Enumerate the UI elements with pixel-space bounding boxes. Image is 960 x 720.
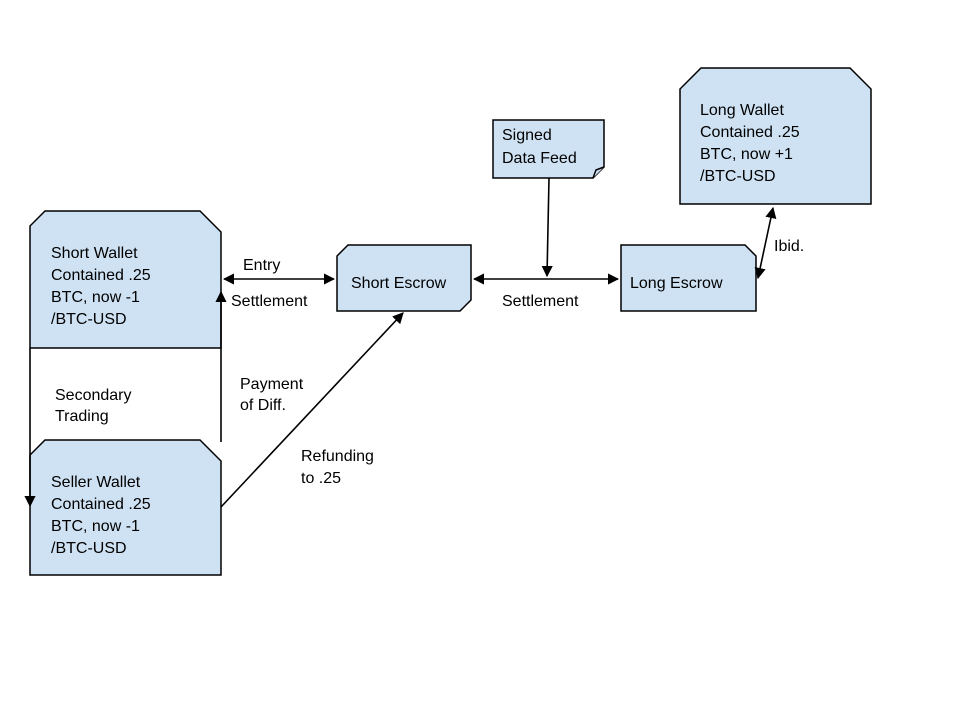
long-wallet-line-3: BTC, now +1 <box>700 146 793 163</box>
long-wallet-shape <box>679 67 872 205</box>
seller-wallet-line-2: Contained .25 <box>51 496 151 513</box>
edge-data-feed-to-settlement <box>541 177 553 278</box>
edge-label-payment-1: Payment <box>240 376 304 393</box>
edge-label-settlement-left: Settlement <box>231 293 308 310</box>
long-wallet-line-2: Contained .25 <box>700 124 800 141</box>
edge-label-ibid: Ibid. <box>774 238 804 255</box>
short-wallet-line-3: BTC, now -1 <box>51 289 140 306</box>
short-wallet-node[interactable]: Short Wallet Contained .25 BTC, now -1 /… <box>29 210 222 349</box>
edge-label-refunding-2: to .25 <box>301 470 341 487</box>
long-escrow-node[interactable]: Long Escrow <box>620 244 757 312</box>
short-wallet-line-4: /BTC-USD <box>51 311 127 328</box>
edge-seller-wallet-to-short-escrow <box>220 312 404 508</box>
edge-label-secondary-trading-2: Trading <box>55 408 109 425</box>
signed-data-feed-fold <box>592 166 605 179</box>
signed-data-feed-line-1: Signed <box>502 127 552 144</box>
edge-label-entry: Entry <box>243 257 280 274</box>
long-escrow-shape <box>620 244 757 312</box>
edge-label-payment-2: of Diff. <box>240 397 286 414</box>
seller-wallet-node[interactable]: Seller Wallet Contained .25 BTC, now -1 … <box>29 439 222 576</box>
short-escrow-label: Short Escrow <box>351 275 447 292</box>
long-wallet-node[interactable]: Long Wallet Contained .25 BTC, now +1 /B… <box>679 67 872 205</box>
edge-label-refunding-1: Refunding <box>301 448 374 465</box>
seller-wallet-line-4: /BTC-USD <box>51 540 127 557</box>
edge-label-secondary-trading-1: Secondary <box>55 387 132 404</box>
edge-label-settlement-mid: Settlement <box>502 293 579 310</box>
seller-wallet-line-3: BTC, now -1 <box>51 518 140 535</box>
long-escrow-label: Long Escrow <box>630 275 723 292</box>
signed-data-feed-line-2: Data Feed <box>502 150 577 167</box>
edge-long-escrow-to-long-wallet <box>754 206 777 280</box>
seller-wallet-line-1: Seller Wallet <box>51 474 141 491</box>
long-wallet-line-4: /BTC-USD <box>700 168 776 185</box>
long-wallet-line-1: Long Wallet <box>700 102 784 119</box>
signed-data-feed-node[interactable]: Signed Data Feed <box>492 119 605 179</box>
short-wallet-line-2: Contained .25 <box>51 267 151 284</box>
short-escrow-node[interactable]: Short Escrow <box>336 244 472 312</box>
short-wallet-line-1: Short Wallet <box>51 245 138 262</box>
short-escrow-shape <box>336 244 472 312</box>
